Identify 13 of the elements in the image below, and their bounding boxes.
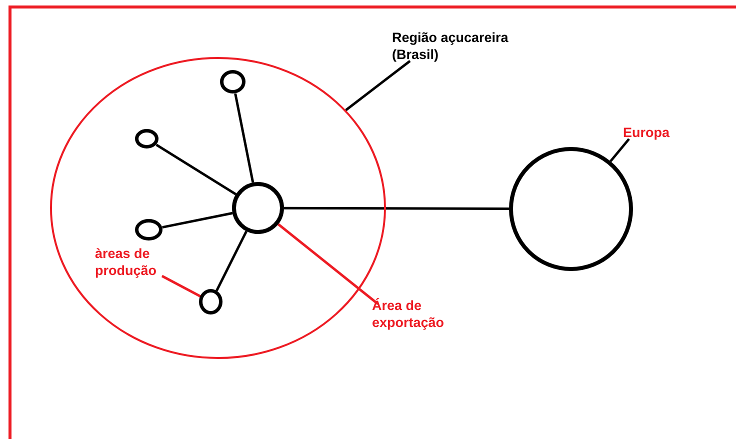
connector-line [156,144,237,196]
leader-line [345,60,411,112]
connector-line [162,212,233,229]
leader-line [278,223,379,305]
connector-line [215,230,248,292]
connector-line [234,93,254,183]
leader-line [610,138,630,162]
leader-line [161,274,202,298]
node-label: Europa [623,124,671,141]
node-label: Região açucareira (Brasil) [392,29,510,63]
node-label: Área de exportação [372,297,446,331]
connector-line [284,206,509,210]
node-label: àreas de produção [95,245,158,279]
